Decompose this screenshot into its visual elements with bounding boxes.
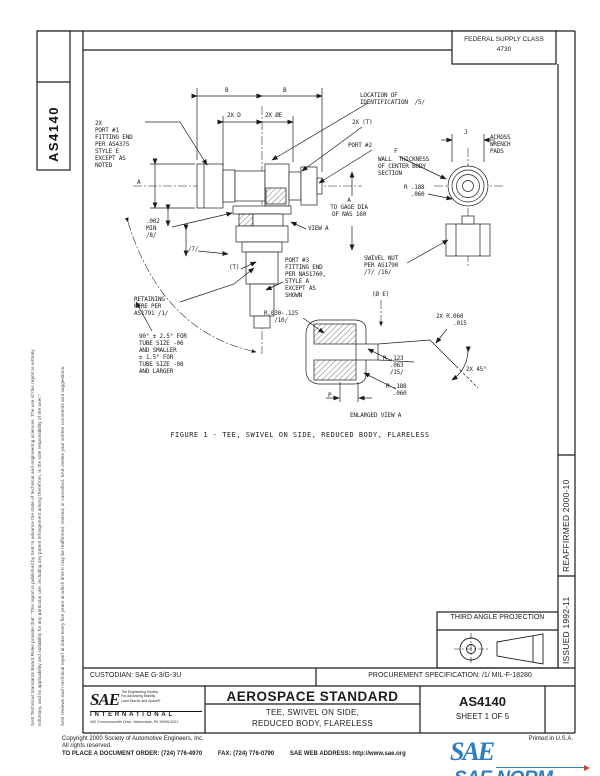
sae-norm-emblem: SAE (450, 737, 495, 766)
doc-number-vertical: AS4140 (46, 106, 61, 162)
angle-tolerance-note: 90° ± 2.5° FOR TUBE SIZE -06 AND SMALLER… (139, 333, 187, 376)
left-margin-disclaimer-line2: voluntary, and its applicability and sui… (37, 394, 42, 726)
order-label: TO PLACE A DOCUMENT ORDER: (62, 751, 160, 757)
fsc-label: FEDERAL SUPPLY CLASS (464, 36, 544, 43)
dim-p: P (328, 392, 332, 399)
rights-line: All rights reserved. (62, 743, 112, 749)
copyright-line: Copyright 2000 Society of Automotive Eng… (62, 736, 204, 742)
web-label: SAE WEB ADDRESS: (289, 751, 351, 757)
procurement-spec-text: PROCUREMENT SPECIFICATION: /1/ MIL-F-182… (368, 672, 532, 679)
across-wrench-pads-note: ACROSS WRENCH PADS (490, 134, 511, 156)
title-line-1: TEE, SWIVEL ON SIDE, (265, 708, 360, 717)
sae-norm-text: SAE NORM (454, 768, 553, 776)
sae-logo-address: 400 Commonwealth Drive, Warrendale, PA 1… (90, 720, 179, 724)
sae-norm-underline (496, 767, 584, 768)
dim-j: J (464, 129, 468, 136)
title-line-2: REDUCED BODY, FLARELESS (251, 719, 373, 728)
sae-logo-text: SAE (90, 690, 120, 709)
swivel-nut-note: SWIVEL NUT PER AS1790 /7/ /16/ (364, 255, 399, 277)
wall-thickness-note: WALL THICKNESS OF CENTER BODY SECTION (378, 156, 430, 178)
dim-a: A (137, 179, 141, 186)
reaffirmed-date: REAFFIRMED 2000-10 (561, 479, 571, 572)
figure-caption: FIGURE 1 - TEE, SWIVEL ON SIDE, REDUCED … (170, 431, 430, 439)
location-id-note: LOCATION OF IDENTIFICATION /5/ (360, 92, 425, 107)
angle-45-note: 2X 45° (466, 366, 487, 373)
dim-b-right: B (283, 87, 287, 94)
enlarged-view-caption: ENLARGED VIEW A (350, 412, 402, 419)
radius-060-note: 2X R.060 .015 (436, 313, 467, 328)
retaining-wire-note: RETAINING WIRE PER AS1791 /1/ (134, 296, 169, 318)
third-angle-projection-label: THIRD ANGLE PROJECTION (450, 614, 545, 621)
federal-supply-class-box: FEDERAL SUPPLY CLASS 4730 (452, 31, 556, 64)
sae-logo-tagline: The Engineering Society For Advancing Mo… (121, 690, 161, 703)
title-block-header: AEROSPACE STANDARD (226, 689, 399, 704)
t-callout: (T) (229, 264, 240, 271)
radius-123-note: R .123 .063 /15/ (383, 355, 404, 377)
fax-label: FAX: (217, 751, 232, 757)
third-angle-projection-symbol (454, 633, 544, 665)
fax-phone: (724) 776-0790 (233, 751, 275, 757)
port2-note: PORT #2 (348, 142, 372, 149)
dim-f: F (394, 148, 398, 155)
port1-note: 2X PORT #1 FITTING END PER AS4375 STYLE … (95, 120, 133, 170)
radius-188-top: R .188 .060 (404, 184, 425, 199)
gage-dia-note: A TO GAGE DIA OF NAS 160 (330, 197, 368, 219)
dim-d: 2X D (227, 112, 241, 119)
title-block-sheet-info: SHEET 1 OF 5 (455, 712, 510, 721)
order-line: TO PLACE A DOCUMENT ORDER: (724) 776-497… (62, 751, 406, 759)
ref-7: /7/ (188, 246, 199, 253)
dim-b-left: B (225, 87, 229, 94)
radius-188-bottom: R .188 .060 (386, 383, 407, 398)
sae-norm-arrow-icon (584, 764, 590, 771)
left-margin-disclaimer-line1: SAE Technical Standards Board Rules prov… (30, 349, 35, 726)
sheet-borders (36, 30, 576, 734)
order-phone: (724) 776-4970 (161, 751, 203, 757)
view-a-label: VIEW A (308, 225, 329, 232)
port3-note: PORT #3 FITTING END PER NAS1760, STYLE A… (285, 257, 326, 300)
issued-date: ISSUED 1992-11 (561, 596, 571, 664)
two-x-t-note: 2X (T) (352, 119, 373, 126)
radius-030-note: R.030-.125 /10/ (264, 310, 299, 325)
left-margin-disclaimer-line3: SAE reviews each technical report at lea… (60, 365, 65, 726)
dim-e: 2X ØE (265, 112, 283, 119)
custodian-text: CUSTODIAN: SAE G-3/G-3U (90, 672, 182, 679)
min-002-note: .002 MIN /8/ (146, 218, 160, 240)
sae-logo-international: INTERNATIONAL (90, 711, 202, 718)
title-block-doc-number: AS4140 (459, 694, 506, 709)
web-url: http://www.sae.org (352, 751, 406, 757)
printed-in-usa: Printed in U.S.A. (528, 736, 573, 742)
fsc-value: 4730 (496, 45, 512, 53)
dia-e-callout: (Ø E) (372, 291, 390, 298)
sae-norm-logo: SAE SAE NORM INTERNATIONAL (450, 737, 598, 776)
